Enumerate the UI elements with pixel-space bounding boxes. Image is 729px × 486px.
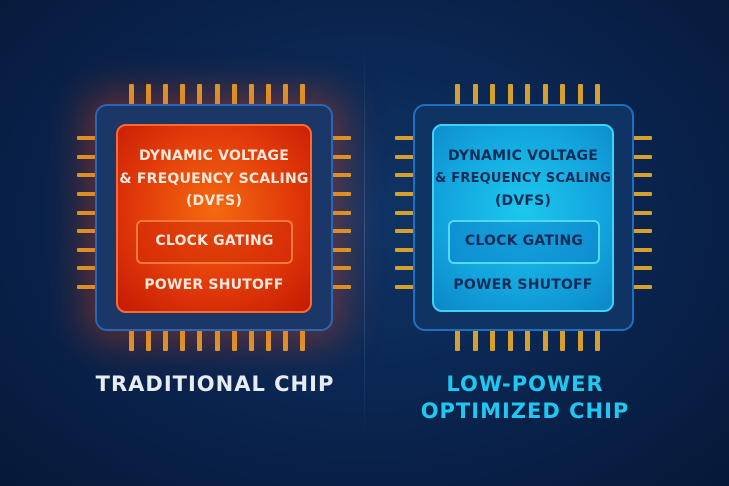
clock-gating-label: CLOCK GATING bbox=[464, 233, 584, 249]
chip-pin bbox=[490, 84, 495, 106]
chip-pin bbox=[542, 329, 548, 351]
chip-pin bbox=[632, 229, 652, 234]
chip-pin bbox=[282, 84, 288, 106]
chip-pin bbox=[632, 285, 652, 289]
chip-pin bbox=[577, 84, 583, 106]
chip-pin bbox=[231, 84, 237, 106]
chip-pin bbox=[632, 247, 652, 252]
chip-pin bbox=[331, 285, 351, 289]
chip-pin bbox=[214, 329, 220, 351]
chip-pin bbox=[331, 229, 351, 234]
chip-pin bbox=[455, 329, 460, 351]
center-divider bbox=[364, 40, 365, 440]
chip-pin bbox=[632, 136, 652, 140]
chip-pin bbox=[77, 136, 97, 140]
chip-pin bbox=[248, 329, 254, 351]
chip-pin bbox=[197, 84, 203, 106]
chip-title: LOW-POWER OPTIMIZED CHIP bbox=[380, 371, 670, 425]
chip-pin bbox=[214, 84, 220, 106]
chip-pin bbox=[560, 84, 565, 106]
chip-die: DYNAMIC VOLTAGE & FREQUENCY SCALING (DVF… bbox=[432, 124, 614, 312]
chip-pin bbox=[77, 154, 97, 159]
clock-gating-box: CLOCK GATING bbox=[448, 220, 600, 264]
chip-pin bbox=[77, 191, 97, 196]
chip-pin bbox=[77, 266, 97, 271]
chip-pin bbox=[395, 210, 415, 215]
chip-pin bbox=[180, 84, 186, 106]
chip-pin bbox=[248, 84, 254, 106]
clock-gating-label: CLOCK GATING bbox=[155, 233, 274, 249]
chip-title-line-1: LOW-POWER bbox=[446, 372, 604, 396]
chip-pin bbox=[129, 329, 134, 351]
chip-pin bbox=[472, 329, 478, 351]
dvfs-line-1: DYNAMIC VOLTAGE bbox=[447, 148, 599, 164]
chip-pin bbox=[146, 84, 152, 106]
chip-pin bbox=[265, 84, 271, 106]
chip-pin bbox=[395, 136, 415, 140]
chip-pin bbox=[632, 210, 652, 215]
chip-pin bbox=[129, 84, 134, 106]
dvfs-line-3: (DVFS) bbox=[494, 193, 552, 209]
chip-pin bbox=[507, 84, 513, 106]
chip-pin bbox=[395, 173, 415, 178]
dvfs-line-2: & FREQUENCY SCALING bbox=[119, 171, 309, 187]
chip-pin bbox=[146, 329, 152, 351]
power-shutoff-label: POWER SHUTOFF bbox=[453, 277, 593, 293]
chip-pin bbox=[395, 154, 415, 159]
chip-pin bbox=[331, 266, 351, 271]
chip-pin bbox=[180, 329, 186, 351]
chip-pin bbox=[231, 329, 237, 351]
chip-die: DYNAMIC VOLTAGE & FREQUENCY SCALING (DVF… bbox=[116, 124, 312, 313]
chip-pin bbox=[595, 329, 600, 351]
chip-pin bbox=[577, 329, 583, 351]
chip-pin bbox=[331, 136, 351, 140]
chip-pin bbox=[632, 154, 652, 159]
dvfs-line-2: & FREQUENCY SCALING bbox=[435, 171, 611, 186]
chip-pin bbox=[395, 229, 415, 234]
chip-pin bbox=[331, 247, 351, 252]
chip-pin bbox=[77, 229, 97, 234]
chip-pin bbox=[77, 210, 97, 215]
clock-gating-box: CLOCK GATING bbox=[136, 220, 293, 264]
power-shutoff-label: POWER SHUTOFF bbox=[144, 277, 284, 293]
chip-pin bbox=[395, 285, 415, 289]
chip-pin bbox=[632, 266, 652, 271]
chip-pin bbox=[163, 84, 169, 106]
chip-pin bbox=[77, 285, 97, 289]
chip-title: TRADITIONAL CHIP bbox=[95, 372, 335, 396]
chip-pin bbox=[331, 191, 351, 196]
chip-pin bbox=[265, 329, 271, 351]
chip-pin bbox=[632, 173, 652, 178]
chip-pin bbox=[560, 329, 565, 351]
chip-pin bbox=[77, 247, 97, 252]
chip-pin bbox=[525, 329, 530, 351]
dvfs-line-1: DYNAMIC VOLTAGE bbox=[138, 148, 290, 164]
chip-pin bbox=[331, 154, 351, 159]
chip-pin bbox=[395, 266, 415, 271]
chip-pin bbox=[77, 173, 97, 178]
chip-pin bbox=[395, 247, 415, 252]
chip-pin bbox=[300, 329, 305, 351]
chip-pin bbox=[525, 84, 530, 106]
chip-pin bbox=[331, 210, 351, 215]
chip-pin bbox=[300, 84, 305, 106]
chip-pin bbox=[542, 84, 548, 106]
chip-pin bbox=[490, 329, 495, 351]
chip-title-line-2: OPTIMIZED CHIP bbox=[420, 399, 630, 423]
chip-pin bbox=[472, 84, 478, 106]
chip-pin bbox=[595, 84, 600, 106]
chip-pin bbox=[282, 329, 288, 351]
chip-pin bbox=[632, 191, 652, 196]
dvfs-line-3: (DVFS) bbox=[185, 193, 243, 209]
chip-pin bbox=[163, 329, 169, 351]
chip-pin bbox=[507, 329, 513, 351]
chip-pin bbox=[197, 329, 203, 351]
chip-pin bbox=[455, 84, 460, 106]
chip-pin bbox=[395, 191, 415, 196]
chip-pin bbox=[331, 173, 351, 178]
